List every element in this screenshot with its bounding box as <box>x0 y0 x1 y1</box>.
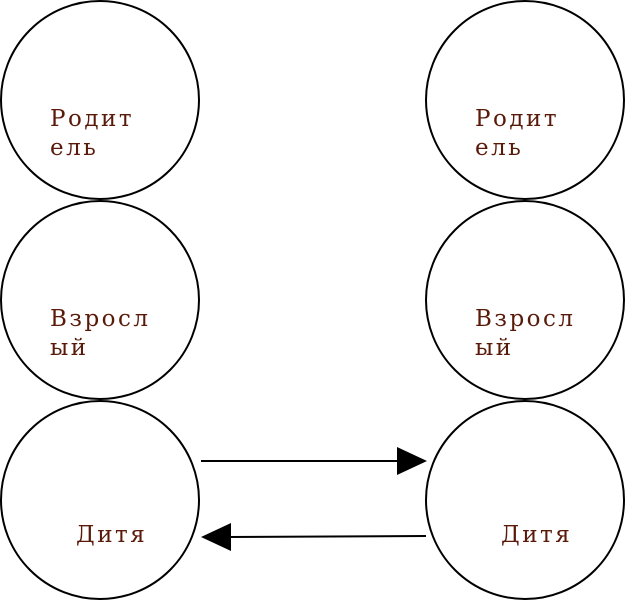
right-parent-state: Родит ель <box>425 0 625 200</box>
arrow-left-to-right-head <box>397 447 427 475</box>
arrow-right-to-left <box>201 523 427 551</box>
right-child-state: Дитя <box>425 400 625 600</box>
arrow-right-to-left-shaft <box>228 535 427 538</box>
right-child-label: Дитя <box>501 522 572 548</box>
left-parent-label-line1: Родит <box>50 106 134 132</box>
right-adult-label-line1: Взросл <box>475 306 576 332</box>
left-parent-label-line2: ель <box>50 135 98 161</box>
right-adult-circle <box>425 200 625 400</box>
right-parent-label-line1: Родит <box>475 106 559 132</box>
right-adult-state: Взросл ый <box>425 200 625 400</box>
right-child-circle <box>425 400 625 600</box>
left-child-circle <box>0 400 200 600</box>
right-adult-label-line2: ый <box>475 335 514 361</box>
left-child-state: Дитя <box>0 400 200 600</box>
right-parent-circle <box>425 0 625 200</box>
right-ego-states: Родит ель Взросл ый Дитя <box>425 0 625 600</box>
left-ego-states: Родит ель Взросл ый Дитя <box>0 0 200 600</box>
left-adult-label-line2: ый <box>50 335 89 361</box>
right-parent-label-line2: ель <box>475 135 523 161</box>
left-child-label: Дитя <box>76 522 147 548</box>
left-parent-circle <box>0 0 200 200</box>
left-parent-state: Родит ель <box>0 0 200 200</box>
left-adult-label-line1: Взросл <box>50 306 151 332</box>
arrow-left-to-right <box>201 447 427 475</box>
left-adult-circle <box>0 200 200 400</box>
arrow-right-to-left-head <box>201 523 231 551</box>
left-adult-state: Взросл ый <box>0 200 200 400</box>
